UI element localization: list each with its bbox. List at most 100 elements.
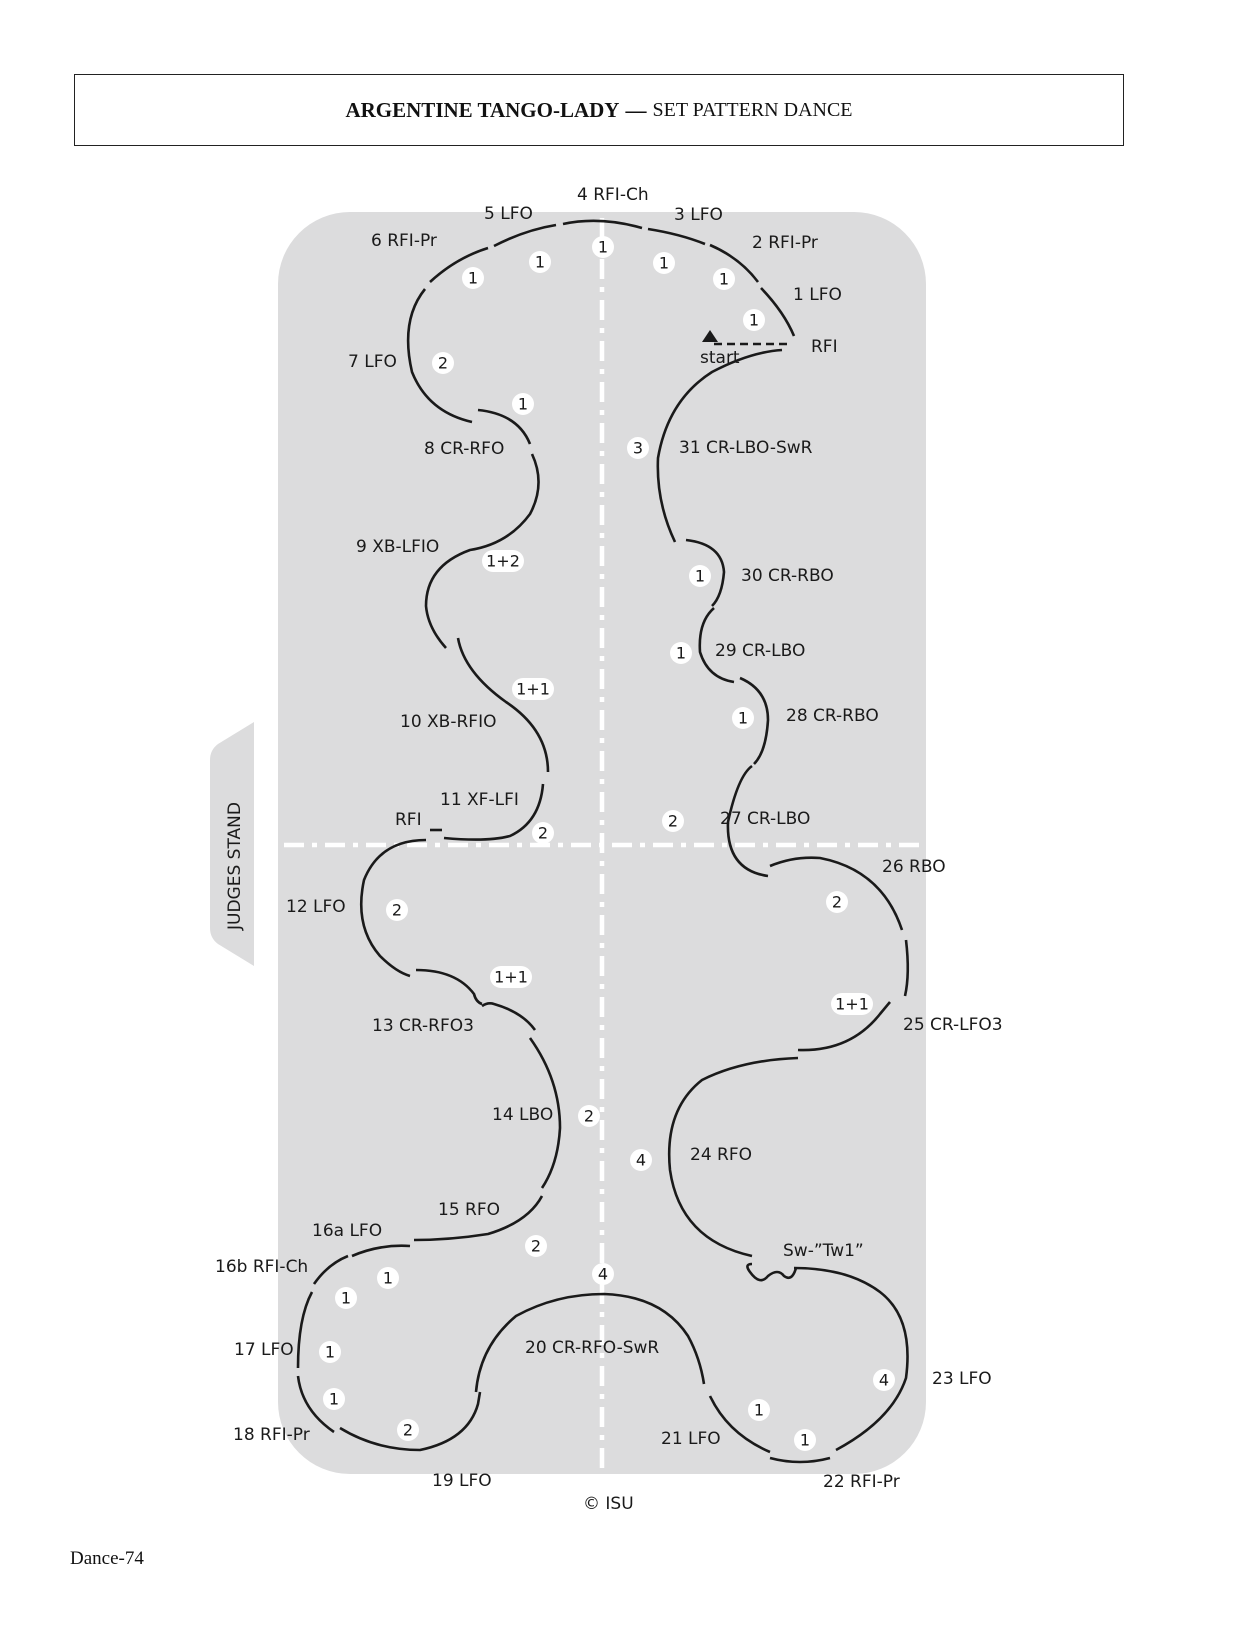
page-footer: Dance-74: [70, 1548, 144, 1569]
label-step-29: 29 CR-LBO: [715, 641, 805, 661]
edge-20: [474, 1292, 706, 1393]
edge-13a: [415, 968, 483, 1006]
pattern-edges: [296, 219, 910, 1464]
label-step-9: 9 XB-LFIO: [356, 537, 439, 557]
edge-3: [647, 227, 706, 246]
svg-text:1+1: 1+1: [835, 995, 869, 1014]
title-separator: —: [625, 97, 647, 122]
edge-31: [656, 348, 783, 543]
label-step-31: 31 CR-LBO-SwR: [679, 438, 813, 458]
beat-marker: 2: [386, 899, 408, 921]
svg-text:1: 1: [754, 1401, 764, 1420]
beat-marker: 1+1: [490, 966, 532, 988]
label-step-1: 1 LFO: [793, 285, 842, 305]
beat-marker: 1: [319, 1341, 341, 1363]
label-step-2: 2 RFI-Pr: [752, 233, 818, 253]
edge-12: [359, 838, 427, 978]
label-start: start: [700, 348, 740, 368]
svg-text:4: 4: [879, 1371, 889, 1390]
beat-marker: 2: [662, 810, 684, 832]
edge-6: [429, 246, 489, 283]
label-step-28: 28 CR-RBO: [786, 706, 879, 726]
beat-marker: 1: [512, 393, 534, 415]
beat-marker: 1: [529, 251, 551, 273]
label-step-17: 17 LFO: [234, 1340, 294, 1360]
beat-marker: 4: [592, 1263, 614, 1285]
beat-marker: 1+2: [482, 550, 524, 572]
beat-marker: 2: [525, 1235, 547, 1257]
label-step-6: 6 RFI-Pr: [371, 231, 437, 251]
label-step-16a: 16a LFO: [312, 1221, 382, 1241]
beat-markers: 1 1 1 1 1 1 2 1 1+2 1+1 2 2 1+1 2 2 1 1 …: [319, 236, 895, 1451]
edge-10: [456, 637, 550, 773]
label-step-14: 14 LBO: [492, 1105, 553, 1125]
label-step-20: 20 CR-RFO-SwR: [525, 1338, 659, 1358]
svg-text:2: 2: [438, 354, 448, 373]
beat-marker: 1: [689, 565, 711, 587]
svg-text:2: 2: [668, 812, 678, 831]
edge-17: [296, 1291, 314, 1369]
edge-5: [493, 223, 557, 248]
label-step-30: 30 CR-RBO: [741, 566, 834, 586]
svg-text:1: 1: [598, 238, 608, 257]
beat-marker: 2: [432, 352, 454, 374]
edge-1: [760, 287, 796, 337]
edge-13b: [481, 1002, 537, 1031]
label-step-24: 24 RFO: [690, 1145, 752, 1165]
beat-marker: 1: [462, 267, 484, 289]
beat-marker: 2: [532, 822, 554, 844]
beat-marker: 1+1: [512, 678, 554, 700]
beat-marker: 1: [323, 1388, 345, 1410]
svg-text:1: 1: [749, 311, 759, 330]
beat-marker: 1: [748, 1399, 770, 1421]
start-triangle-icon: [702, 330, 718, 342]
page-title: ARGENTINE TANGO-LADY: [345, 97, 620, 122]
edge-16b: [312, 1254, 349, 1285]
svg-text:1: 1: [329, 1390, 339, 1409]
beat-marker: 1: [653, 252, 675, 274]
edge-7: [406, 288, 473, 424]
beat-marker: 2: [826, 891, 848, 913]
label-step-19: 19 LFO: [432, 1471, 492, 1491]
label-step-21: 21 LFO: [661, 1429, 721, 1449]
svg-text:1+2: 1+2: [486, 552, 520, 571]
edge-14: [528, 1037, 562, 1189]
beat-marker: 1: [592, 236, 614, 258]
svg-text:1: 1: [800, 1431, 810, 1450]
svg-text:1: 1: [468, 269, 478, 288]
edge-15: [413, 1195, 544, 1242]
svg-text:1: 1: [676, 644, 686, 663]
beat-marker: 4: [630, 1149, 652, 1171]
beat-marker: 4: [873, 1369, 895, 1391]
beat-marker: 1: [732, 707, 754, 729]
edge-28: [739, 676, 770, 765]
svg-text:2: 2: [403, 1421, 413, 1440]
copyright-label: © ISU: [583, 1494, 634, 1514]
beat-marker: 1: [670, 642, 692, 664]
beat-marker: 3: [627, 437, 649, 459]
label-step-22: 22 RFI-Pr: [823, 1472, 900, 1492]
title-box: ARGENTINE TANGO-LADY — SET PATTERN DANCE: [74, 74, 1124, 146]
edge-26: [769, 856, 904, 931]
svg-text:2: 2: [832, 893, 842, 912]
edge-21: [708, 1395, 771, 1454]
svg-text:1: 1: [659, 254, 669, 273]
label-step-4: 4 RFI-Ch: [577, 185, 649, 205]
svg-text:2: 2: [531, 1237, 541, 1256]
edge-4: [562, 219, 643, 230]
svg-text:1: 1: [518, 395, 528, 414]
label-step-16b: 16b RFI-Ch: [215, 1257, 308, 1277]
label-step-10: 10 XB-RFIO: [400, 712, 496, 732]
edge-11: [443, 783, 545, 841]
label-step-26: 26 RBO: [882, 857, 946, 877]
beat-marker: 1: [743, 309, 765, 331]
judges-stand-label: JUDGES STAND: [225, 802, 245, 931]
svg-text:1: 1: [695, 567, 705, 586]
label-step-18: 18 RFI-Pr: [233, 1425, 310, 1445]
label-rfi-mid: RFI: [395, 810, 422, 830]
label-step-5: 5 LFO: [484, 204, 533, 224]
edge-25b: [903, 939, 910, 997]
svg-text:1: 1: [383, 1269, 393, 1288]
label-step-13: 13 CR-RFO3: [372, 1016, 474, 1036]
